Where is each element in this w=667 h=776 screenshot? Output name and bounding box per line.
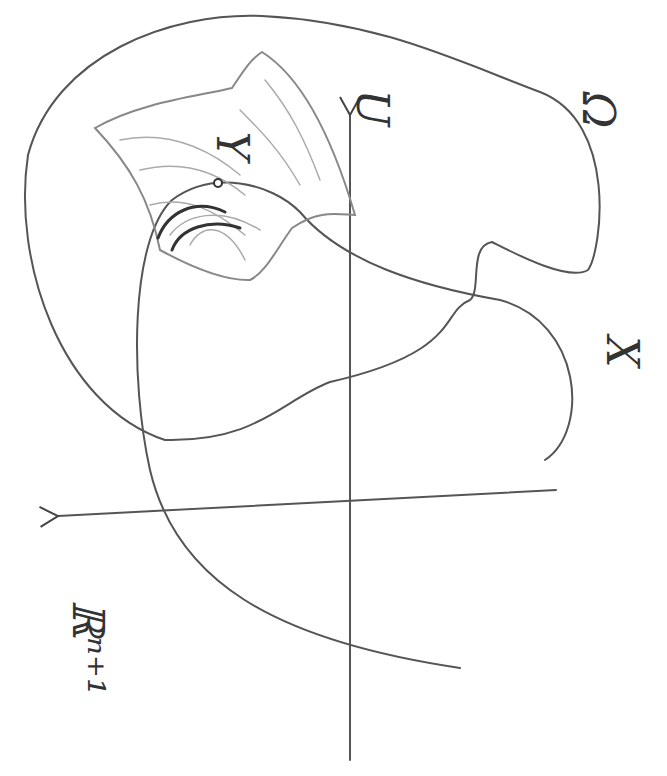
- space-label: ℝⁿ⁺¹: [66, 600, 110, 695]
- patch-label: Y: [210, 131, 254, 160]
- curve-arc: [172, 224, 240, 250]
- curve-arc: [158, 206, 225, 238]
- axis: [349, 115, 351, 760]
- surface-label: X: [600, 336, 644, 367]
- region-outline: [25, 16, 600, 440]
- region-label: Ω: [576, 92, 620, 128]
- point: [214, 179, 222, 187]
- patch-outline: [95, 52, 355, 280]
- surface-curve: [137, 183, 572, 668]
- hatching: [120, 80, 320, 260]
- axis: [58, 490, 556, 516]
- patch-label: U: [350, 89, 394, 126]
